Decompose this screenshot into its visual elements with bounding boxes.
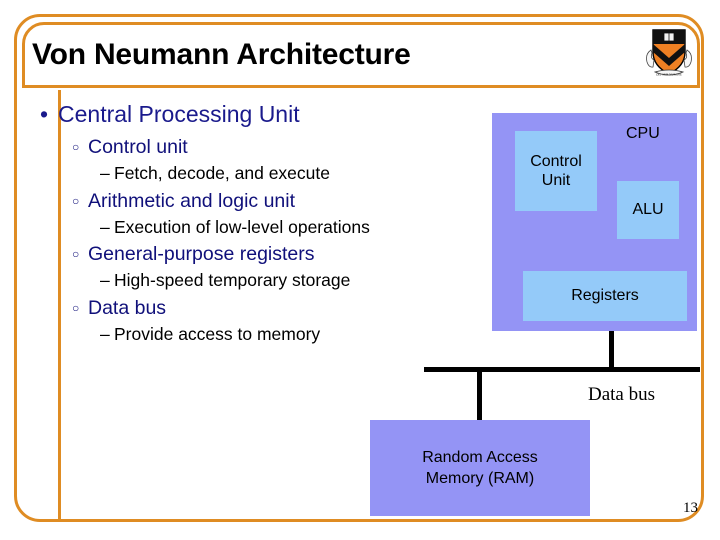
list-item: –High-speed temporary storage (30, 268, 480, 294)
bullet-marker: – (100, 270, 110, 291)
list-item-label: Control unit (88, 135, 188, 158)
list-item-label: Fetch, decode, and execute (114, 163, 330, 184)
alu-block: ALU (617, 181, 679, 239)
bullet-marker: ○ (72, 193, 80, 208)
list-item-label: Arithmetic and logic unit (88, 189, 296, 212)
bus-label: Data bus (588, 384, 656, 405)
page-title: Von Neumann Architecture (32, 38, 411, 71)
bullet-marker: • (40, 101, 49, 127)
bus-connector-cpu (609, 331, 614, 371)
registers-block: Registers (523, 271, 687, 321)
registers-label: Registers (571, 287, 639, 305)
bullet-marker: ○ (72, 300, 80, 315)
list-item: ○ Arithmetic and logic unit (30, 187, 480, 215)
page-number: 13 (683, 500, 698, 516)
list-item: –Fetch, decode, and execute (30, 161, 480, 187)
list-item: ○ General-purpose registers (30, 240, 480, 268)
list-item: –Execution of low-level operations (30, 215, 480, 241)
princeton-shield-logo: DEI SUB NUMINE (645, 22, 693, 84)
slide-left-rule (58, 90, 61, 522)
list-item-label: Execution of low-level operations (114, 216, 370, 237)
bullet-list: • Central Processing Unit ○ Control unit –… (30, 100, 480, 347)
bus-connector-ram (477, 367, 482, 422)
list-item: –Provide access to memory (30, 322, 480, 348)
list-item: ○ Data bus (30, 294, 480, 322)
list-item-label: Central Processing Unit (58, 101, 300, 127)
bullet-marker: – (100, 216, 110, 237)
bullet-marker: ○ (72, 139, 80, 154)
bullet-marker: ○ (72, 247, 80, 262)
list-item: ○ Control unit (30, 133, 480, 161)
list-item-label: General-purpose registers (88, 243, 315, 266)
list-item-label: Data bus (88, 296, 167, 319)
cpu-label: CPU (626, 125, 660, 142)
bullet-marker: – (100, 323, 110, 344)
bus-line (424, 367, 700, 372)
list-item: • Central Processing Unit (30, 100, 480, 129)
svg-text:DEI SUB NUMINE: DEI SUB NUMINE (656, 72, 682, 76)
list-item-label: Provide access to memory (114, 323, 321, 344)
list-item-label: High-speed temporary storage (114, 270, 351, 291)
alu-label: ALU (632, 201, 664, 219)
bullet-marker: – (100, 163, 110, 184)
